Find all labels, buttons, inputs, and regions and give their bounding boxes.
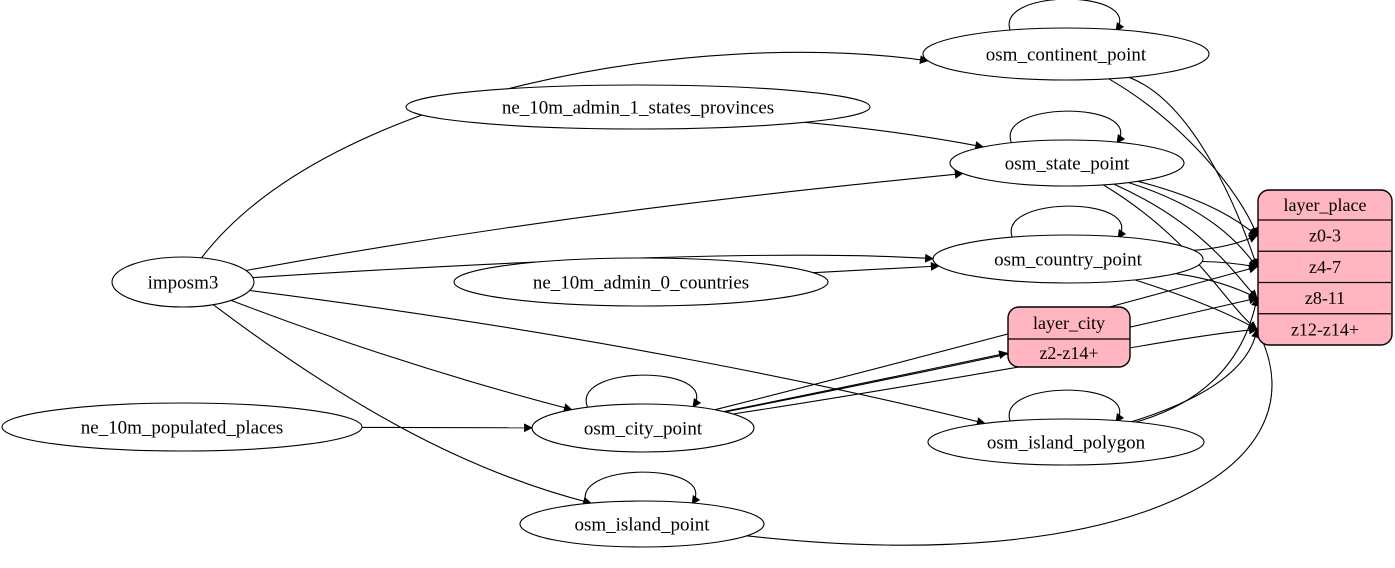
node-label-osm_continent_point: osm_continent_point xyxy=(986,45,1147,66)
edge-imposm3-to-osm_island_point xyxy=(212,304,592,506)
edge-osm_state_point-to-layer_place-z0-3 xyxy=(1137,180,1258,237)
edge-osm_state_point-to-layer_place-z12-z14+ xyxy=(1103,184,1258,330)
edge-osm_country_point-to-layer_place-z0-3 xyxy=(1193,234,1258,251)
layer-node-layer_place: layer_place z0-3 z4-7 z8-11 z12-z14+ xyxy=(1257,189,1393,346)
edge-osm_island_polygon-to-layer_place-z8-11 xyxy=(1135,297,1260,423)
layer-title-layer_city: layer_city xyxy=(1033,313,1105,333)
layer-title-layer_place: layer_place xyxy=(1284,195,1367,215)
node-ne_10m_populated_places: ne_10m_populated_places xyxy=(1,402,363,452)
node-label-ne_10m_populated_places: ne_10m_populated_places xyxy=(81,418,284,439)
self-loop-osm_continent_point xyxy=(1008,0,1125,35)
self-loop-osm_island_polygon xyxy=(1008,389,1125,426)
node-osm_state_point: osm_state_point xyxy=(949,139,1185,187)
node-osm_country_point: osm_country_point xyxy=(932,234,1204,284)
node-label-ne_10m_admin_1_states_provinces: ne_10m_admin_1_states_provinces xyxy=(502,98,774,119)
self-loop-osm_island_point xyxy=(584,471,701,508)
layer-node-layer_city: layer_city z2-z14+ xyxy=(1007,306,1131,368)
edge-osm_city_point-to-layer_place-z12-z14+ xyxy=(733,325,1258,415)
edge-imposm3-to-osm_city_point xyxy=(230,299,573,412)
layer-shape-layer_city xyxy=(1007,306,1131,368)
node-shape-ne_10m_admin_1_states_provinces xyxy=(405,84,871,130)
node-shape-osm_city_point xyxy=(531,403,755,453)
edge-imposm3-to-osm_continent_point xyxy=(201,51,929,259)
node-label-osm_island_polygon: osm_island_polygon xyxy=(987,433,1146,454)
edge-osm_country_point-to-layer_place-z8-11 xyxy=(1175,273,1258,299)
edge-imposm3-to-osm_state_point xyxy=(245,169,964,272)
edge-osm_state_point-to-layer_place-z8-11 xyxy=(1113,183,1258,299)
layer-row-layer_place-3: z12-z14+ xyxy=(1291,319,1359,339)
nodes-layer: imposm3 ne_10m_admin_1_states_provincesne… xyxy=(1,27,1393,548)
node-ne_10m_admin_1_states_provinces: ne_10m_admin_1_states_provinces xyxy=(405,84,871,130)
node-label-osm_city_point: osm_city_point xyxy=(584,419,703,440)
edge-osm_state_point-to-layer_place-z4-7 xyxy=(1128,182,1258,268)
edge-osm_country_point-to-layer_place-z12-z14+ xyxy=(1134,279,1258,330)
node-label-osm_island_point: osm_island_point xyxy=(574,515,710,536)
node-imposm3: imposm3 xyxy=(111,256,255,308)
layer-row-layer_city-0: z2-z14+ xyxy=(1039,343,1098,363)
edge-osm_city_point-to-layer_city-z2-z14+ xyxy=(723,350,1008,413)
node-label-osm_state_point: osm_state_point xyxy=(1005,154,1130,175)
node-shape-osm_country_point xyxy=(932,234,1204,284)
layer-row-layer_place-0: z0-3 xyxy=(1309,226,1341,246)
edge-imposm3-to-osm_island_polygon xyxy=(249,289,986,426)
node-shape-osm_continent_point xyxy=(922,27,1210,81)
node-label-osm_country_point: osm_country_point xyxy=(994,250,1142,271)
node-shape-osm_state_point xyxy=(949,139,1185,187)
edge-osm_continent_point-to-layer_place-z4-7 xyxy=(1128,76,1259,268)
node-label-ne_10m_admin_0_countries: ne_10m_admin_0_countries xyxy=(533,273,749,294)
node-shape-ne_10m_populated_places xyxy=(1,402,363,452)
node-shape-osm_island_point xyxy=(519,500,765,548)
edge-ne_10m_admin_0_countries-to-osm_country_point xyxy=(813,262,940,274)
edge-osm_island_point-to-layer_place-z12-z14+ xyxy=(746,328,1273,546)
edge-ne_10m_admin_1_states_provinces-to-osm_state_point xyxy=(804,121,985,150)
layer-row-layer_place-2: z8-11 xyxy=(1305,288,1345,308)
edge-osm_continent_point-to-layer_place-z0-3 xyxy=(1108,78,1259,237)
node-shape-ne_10m_admin_0_countries xyxy=(453,257,829,307)
layer-shape-layer_place xyxy=(1257,189,1393,346)
node-shape-imposm3 xyxy=(111,256,255,308)
self-loop-osm_country_point xyxy=(1010,205,1127,242)
node-ne_10m_admin_0_countries: ne_10m_admin_0_countries xyxy=(453,257,829,307)
self-loop-osm_state_point xyxy=(1009,110,1126,147)
node-osm_city_point: osm_city_point xyxy=(531,403,755,453)
edges-layer xyxy=(201,0,1273,546)
self-loop-osm_city_point xyxy=(585,374,702,411)
node-shape-osm_island_polygon xyxy=(927,418,1205,466)
node-osm_island_polygon: osm_island_polygon xyxy=(927,418,1205,466)
node-osm_continent_point: osm_continent_point xyxy=(922,27,1210,81)
node-osm_island_point: osm_island_point xyxy=(519,500,765,548)
layer-row-layer_place-1: z4-7 xyxy=(1309,257,1341,277)
edge-osm_island_polygon-to-layer_place-z12-z14+ xyxy=(1131,328,1260,423)
node-label-imposm3: imposm3 xyxy=(148,273,219,294)
